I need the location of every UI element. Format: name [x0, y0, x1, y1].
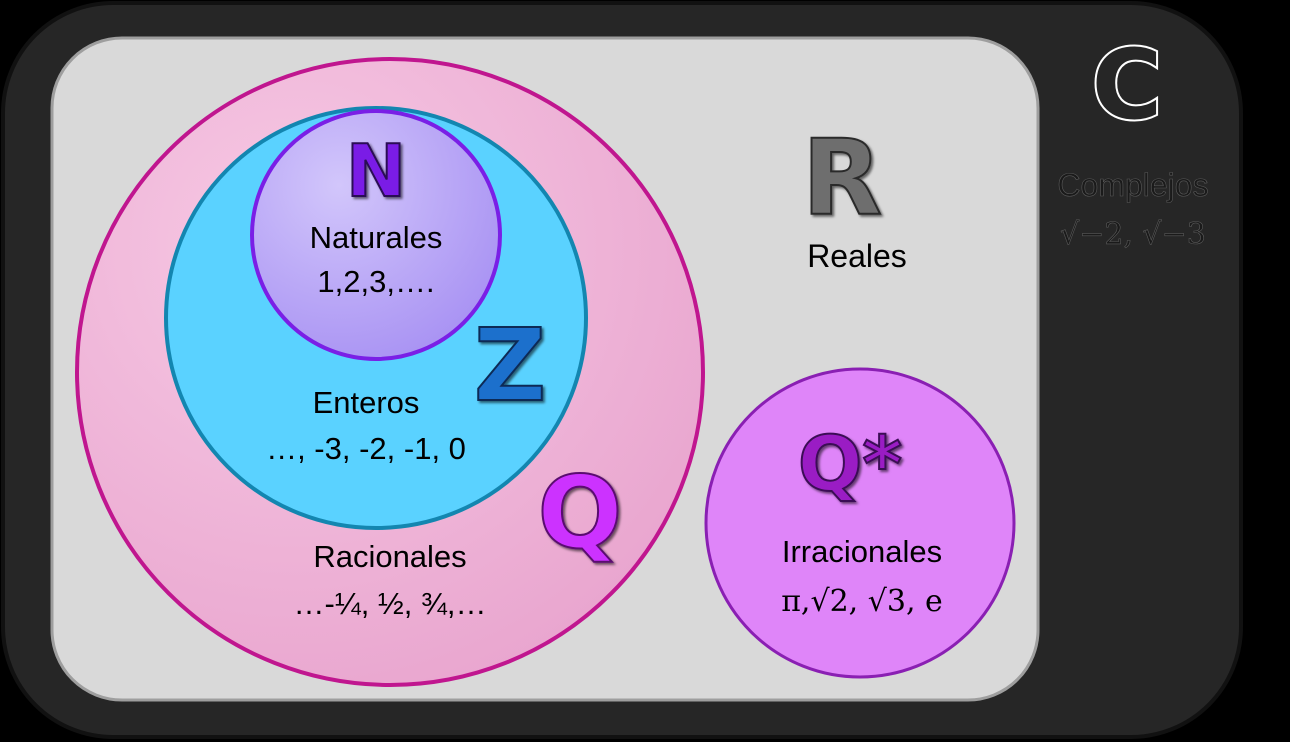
racionales-symbol: Q [537, 454, 622, 571]
complejos-label: Complejos [1057, 167, 1208, 203]
naturales-label: Naturales [310, 220, 443, 255]
naturales-symbol: N [346, 129, 406, 213]
complejos-symbol: C [1092, 29, 1162, 141]
reales-label: Reales [807, 238, 907, 274]
enteros-symbol: Z [474, 307, 547, 424]
racionales-label: Racionales [313, 539, 466, 574]
naturales-examples: 1,2,3,…. [317, 264, 434, 299]
enteros-label: Enteros [313, 385, 420, 420]
irracionales-symbol: Q* [798, 419, 902, 508]
irracionales-label: Irracionales [782, 534, 942, 569]
naturales-set-circle [250, 109, 502, 361]
complejos-examples: √−2, √−3 [1060, 217, 1206, 252]
irracionales-set-circle [704, 367, 1016, 679]
racionales-examples: …-¼, ½, ¾,… [294, 586, 487, 621]
irracionales-examples: π,√2, √3, e [781, 584, 943, 619]
reales-symbol: R [802, 117, 882, 239]
enteros-examples: …, -3, -2, -1, 0 [266, 431, 466, 466]
